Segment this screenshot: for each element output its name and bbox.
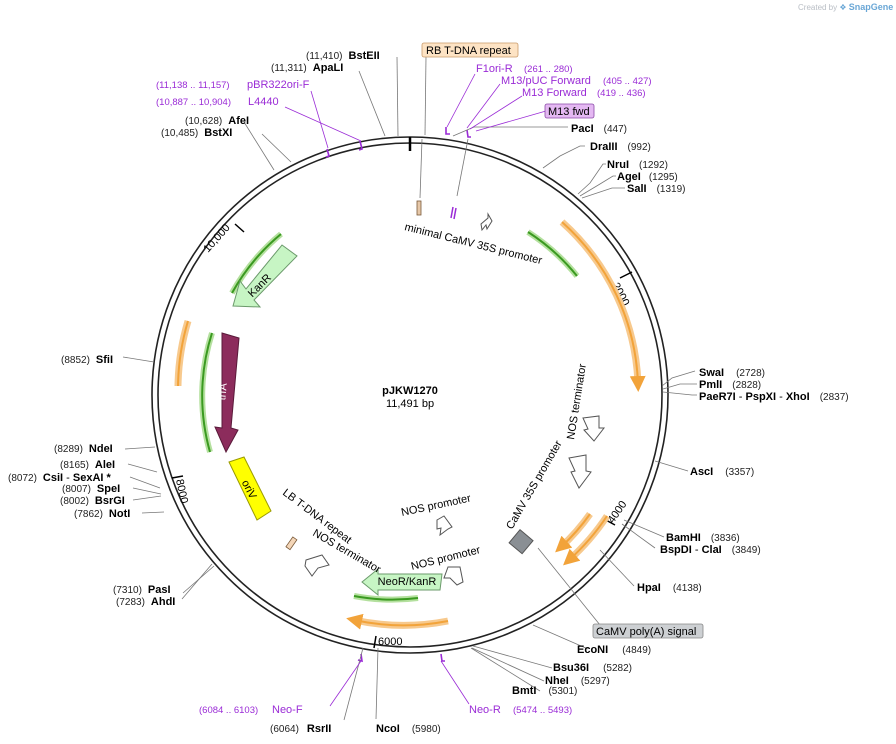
nos-promoter-label-2: NOS promoter <box>410 544 482 573</box>
inner-feature-labels: minimal CaMV 35S promoter NOS terminator… <box>280 221 589 576</box>
snapgene-watermark: Created by ❖ SnapGene <box>798 2 893 12</box>
snapgene-logo-icon: ❖ <box>839 3 847 12</box>
m13-forward-label: M13 Forward <box>522 87 587 99</box>
site-csii[interactable]: (8072)CsiI - SexAI * <box>8 472 112 484</box>
leader-lines <box>122 56 697 721</box>
ruler-4000: 4000 <box>606 499 630 526</box>
lb-repeat-mark <box>285 536 298 551</box>
neor-label: NeoR/KanR <box>378 576 437 588</box>
site-paer7i[interactable]: PaeR7I - PspXI - XhoI(2837) <box>699 391 849 403</box>
pbr322-label: pBR322ori-F <box>247 79 310 91</box>
l4440-label: L4440 <box>248 96 279 108</box>
nos-promoter-arrow-1 <box>436 515 453 537</box>
site-nrui[interactable]: NruI(1292) <box>607 159 668 171</box>
neo-f-range: (6084 .. 6103) <box>199 705 258 716</box>
camv35s-label: CaMV 35S promoter <box>504 438 565 531</box>
site-sfii[interactable]: (8852)SfiI <box>61 354 113 366</box>
f1ori-r-range: (261 .. 280) <box>524 64 573 75</box>
minimal-camv-arrow <box>480 212 493 232</box>
ruler-10000: 10,000 <box>201 222 232 255</box>
site-swai[interactable]: SwaI(2728) <box>699 367 765 379</box>
site-ndei[interactable]: (8289)NdeI <box>54 443 113 455</box>
pbr322-range: (11,138 .. 11,157) <box>156 80 230 91</box>
site-asci[interactable]: AscI(3357) <box>690 466 754 478</box>
site-apali[interactable]: (11,311)ApaLI <box>271 62 343 74</box>
site-econi[interactable]: EcoNI(4849) <box>577 644 651 656</box>
watermark-brand: SnapGene <box>848 2 894 12</box>
rb-repeat-box[interactable]: RB T-DNA repeat <box>421 42 519 58</box>
camv-polya-label: CaMV poly(A) signal <box>596 626 696 638</box>
nos-terminator-label-1: NOS terminator <box>565 363 589 441</box>
site-nhei[interactable]: NheI(5297) <box>545 675 610 687</box>
site-alei[interactable]: (8165)AleI <box>60 459 115 471</box>
site-bstxi[interactable]: (10,485)BstXI <box>161 127 232 139</box>
neo-f-label: Neo-F <box>272 704 303 716</box>
site-bsteii[interactable]: (11,410)BstEII <box>306 50 380 62</box>
site-afei[interactable]: (10,628)AfeI <box>185 115 249 127</box>
site-bsu36i[interactable]: Bsu36I(5282) <box>553 662 632 674</box>
site-bmti[interactable]: BmtI(5301) <box>512 685 577 697</box>
site-bsrgi[interactable]: (8002)BsrGI <box>60 495 125 507</box>
m13-forward-range: (419 .. 436) <box>597 88 646 99</box>
primer-leaders <box>284 73 547 707</box>
site-bspdi[interactable]: BspDI - ClaI(3849) <box>660 544 761 556</box>
oriv-feature[interactable] <box>228 456 272 521</box>
primer-ticks <box>325 127 471 663</box>
site-ncoi[interactable]: NcoI(5980) <box>376 723 441 735</box>
camv-polya-mark <box>508 529 534 555</box>
neor-feature[interactable] <box>361 567 443 597</box>
neo-r-label: Neo-R <box>469 704 501 716</box>
f1ori-r-label: F1ori-R <box>476 63 513 75</box>
site-spei[interactable]: (8007)SpeI <box>62 483 120 495</box>
backbone <box>151 136 669 654</box>
m13-fwd-box[interactable]: M13 fwd <box>544 103 595 119</box>
orf-arc-7 <box>174 319 192 387</box>
kanr-feature[interactable] <box>232 244 298 308</box>
nos-promoter-label-1: NOS promoter <box>400 492 472 519</box>
site-paci[interactable]: PacI(447) <box>571 123 627 135</box>
site-pasi[interactable]: (7310)PasI <box>113 584 171 596</box>
trfa-label: trfA <box>216 382 230 401</box>
orf-arcs <box>174 219 646 630</box>
rb-repeat-mark <box>416 200 422 216</box>
nos-promoter-arrow-2 <box>443 566 464 586</box>
primer-marks-inner <box>450 206 457 220</box>
site-noti[interactable]: (7862)NotI <box>74 508 130 520</box>
site-rsrii[interactable]: (6064)RsrII <box>270 723 331 735</box>
m13-fwd-label: M13 fwd <box>548 106 590 118</box>
ruler-8000: 8000 <box>173 478 190 504</box>
primer-labels: F1ori-R (261 .. 280) M13/pUC Forward (40… <box>156 63 652 716</box>
plasmid-name: pJKW1270 <box>382 385 438 397</box>
site-ahdi[interactable]: (7283)AhdI <box>116 596 175 608</box>
site-pmli[interactable]: PmlI(2828) <box>699 379 761 391</box>
plasmid-size: 11,491 bp <box>386 398 434 410</box>
trfa-feature[interactable] <box>214 332 240 454</box>
m13-puc-label: M13/pUC Forward <box>501 75 591 87</box>
restriction-sites: (11,410)BstEII (11,311)ApaLI (10,628)Afe… <box>8 50 849 735</box>
ruler-6000: 6000 <box>378 636 402 648</box>
site-sali[interactable]: SalI(1319) <box>627 183 685 195</box>
site-draiii[interactable]: DraIII(992) <box>590 141 651 153</box>
site-agei[interactable]: AgeI(1295) <box>617 171 678 183</box>
camv-polya-box[interactable]: CaMV poly(A) signal <box>592 623 704 639</box>
rb-repeat-label: RB T-DNA repeat <box>426 45 511 57</box>
minimal-camv-label: minimal CaMV 35S promoter <box>403 221 543 267</box>
site-hpai[interactable]: HpaI(4138) <box>637 582 702 594</box>
watermark-prefix: Created by <box>798 3 838 12</box>
neo-r-range: (5474 .. 5493) <box>513 705 572 716</box>
nos-terminator-arrow-1 <box>582 415 606 442</box>
site-bamhi[interactable]: BamHI(3836) <box>666 532 740 544</box>
m13-puc-range: (405 .. 427) <box>603 76 652 87</box>
camv35s-arrow <box>568 454 592 489</box>
l4440-range: (10,887 .. 10,904) <box>156 97 231 108</box>
nos-terminator-arrow-2 <box>304 554 330 577</box>
